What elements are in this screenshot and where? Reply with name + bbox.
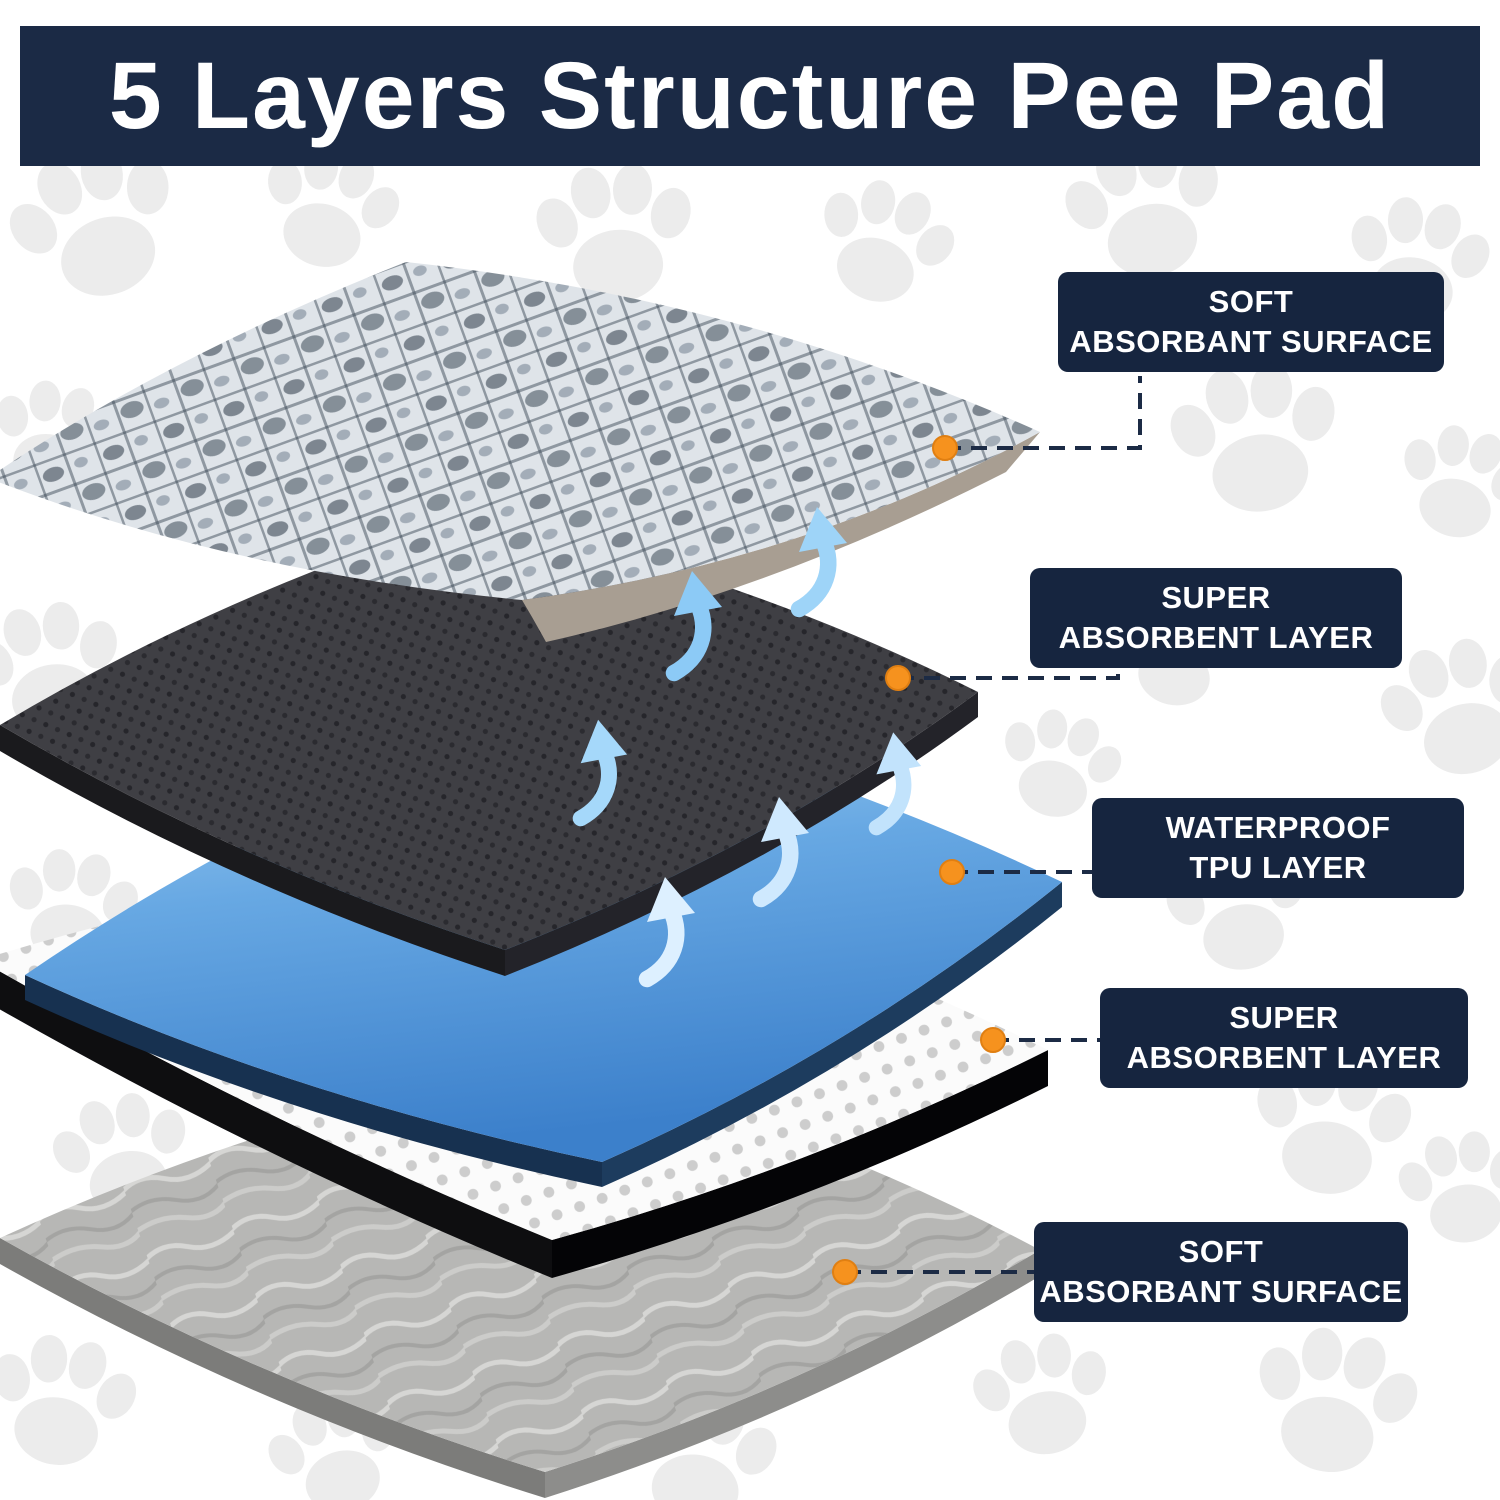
paw-print-icon [1234,1312,1435,1489]
label-line: SUPER [1229,1000,1339,1035]
label-line: SOFT [1178,1234,1264,1269]
connector-dot [832,1259,858,1285]
title-bar: 5 Layers Structure Pee Pad [20,26,1480,166]
connector-dot [939,859,965,885]
paw-print-icon [960,1322,1125,1467]
label-line: ABSORBENT LAYER [1126,1040,1442,1075]
label-super-absorbent-layer-lower: SUPER ABSORBENT LAYER [1100,988,1468,1088]
layer-soft-surface-top [0,262,1040,642]
label-line: ABSORBANT SURFACE [1069,324,1433,359]
connector-line [898,670,1120,680]
label-line: TPU LAYER [1189,850,1367,885]
label-line: ABSORBENT LAYER [1058,620,1374,655]
connector-dots [832,435,1006,1285]
label-soft-absorbant-surface-bottom: SOFT ABSORBANT SURFACE [1034,1222,1408,1322]
paw-print-icon [1382,411,1500,553]
connector-line [945,376,1142,450]
label-soft-absorbant-surface-top: SOFT ABSORBANT SURFACE [1058,272,1444,372]
connector-dot [885,665,911,691]
label-line: SUPER [1161,580,1271,615]
label-line: ABSORBANT SURFACE [1039,1274,1403,1309]
connector-dot [980,1027,1006,1053]
layer-absorbent-dark [0,515,978,976]
connector-lines [845,376,1142,1274]
paw-print-icon [1156,351,1355,524]
label-super-absorbent-layer-upper: SUPER ABSORBENT LAYER [1030,568,1402,668]
connector-dot [932,435,958,461]
paw-print-icon [796,162,973,322]
label-waterproof-tpu-layer: WATERPROOF TPU LAYER [1092,798,1464,898]
paw-print-icon [0,1322,151,1478]
label-line: SOFT [1208,284,1294,319]
label-line: WATERPROOF [1165,810,1391,845]
page-title: 5 Layers Structure Pee Pad [108,42,1392,149]
